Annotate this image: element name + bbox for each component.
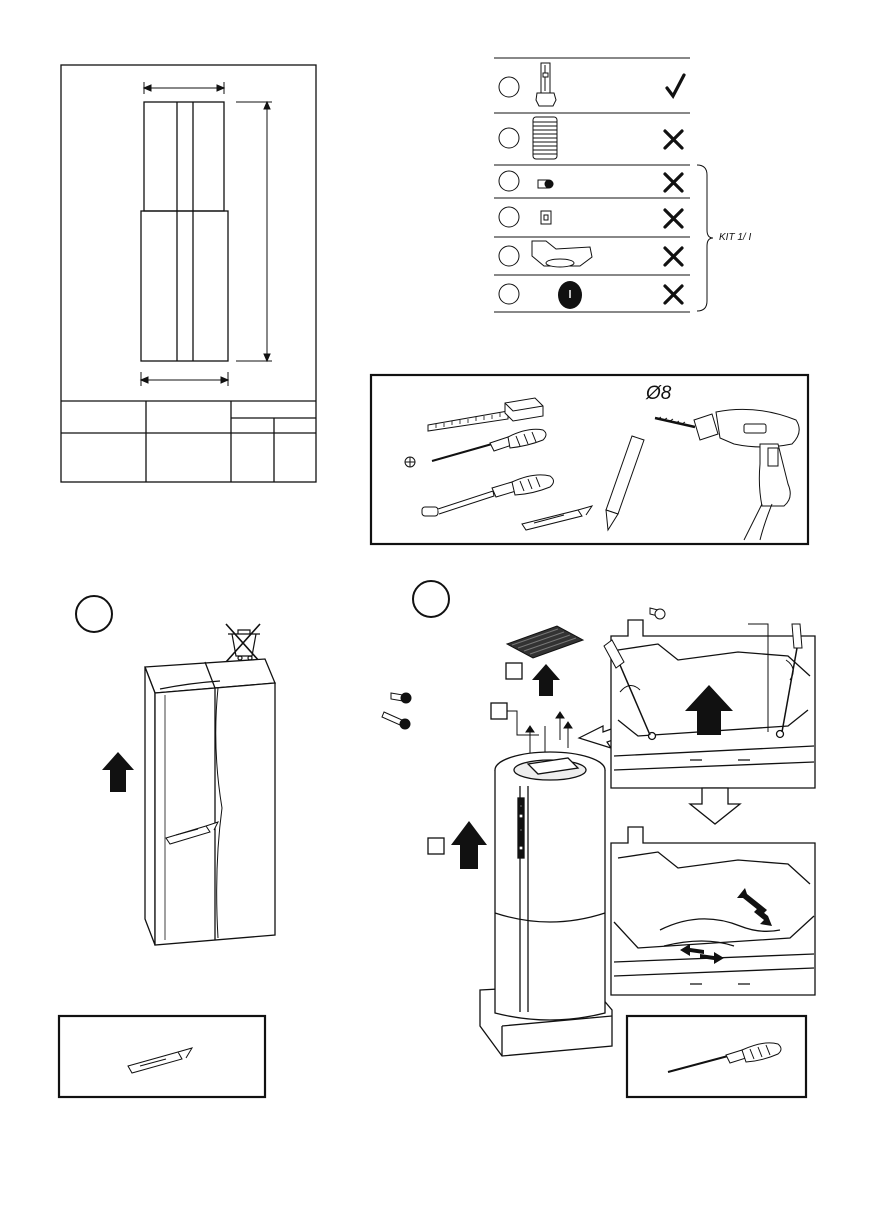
up-arrow [532, 664, 560, 696]
cross-icon [665, 174, 682, 191]
disconnect-arrows-icon [680, 888, 772, 964]
flat-screwdriver-icon [422, 475, 554, 516]
detail-panel-bottom [611, 827, 815, 995]
step-number-circle [413, 581, 449, 617]
dimension-sheet-frame [61, 65, 316, 482]
top-width-dimension [144, 82, 224, 94]
step-checkbox [491, 703, 507, 719]
kit-brace [697, 165, 713, 311]
utility-knife-icon [522, 506, 592, 530]
title-block [61, 401, 316, 482]
flange-icon [532, 241, 592, 267]
weee-bin-icon [226, 624, 260, 670]
drill-icon [655, 409, 799, 540]
anchor-bolt-icon [536, 63, 556, 106]
island-hood [480, 752, 612, 1056]
hood-lower-section [141, 211, 228, 361]
part-number-circle [499, 207, 519, 227]
step-number-circle [76, 596, 112, 632]
screwdriver-icon [604, 624, 802, 735]
down-arrow [690, 788, 740, 824]
hood-upper-section [144, 102, 224, 211]
flexible-duct-icon [533, 117, 557, 159]
lift-up-arrow [102, 752, 134, 792]
phillips-screwdriver-icon [405, 429, 546, 467]
screw-icon [382, 712, 410, 729]
part-number-circle [499, 128, 519, 148]
part-number-circle [499, 284, 519, 304]
box-cutter-icon [166, 822, 218, 844]
up-arrow [685, 685, 733, 735]
washer-icon [558, 281, 582, 309]
check-icon [667, 75, 684, 96]
up-arrow [451, 821, 487, 869]
screw-icon [650, 608, 665, 619]
cross-icon [665, 210, 682, 227]
utility-knife-icon [128, 1048, 192, 1073]
drill-bit-label: Ø8 [646, 383, 671, 405]
detail-panel-top [611, 620, 815, 788]
packaging-box [145, 659, 275, 945]
nut-icon [541, 211, 551, 224]
part-number-circle [499, 246, 519, 266]
tape-measure-icon [428, 398, 543, 431]
screwdriver-icon [668, 1043, 781, 1072]
step-checkbox [428, 838, 444, 854]
cross-icon [665, 248, 682, 265]
pencil-icon [606, 436, 644, 530]
kit-label: KIT 1/ I [719, 232, 751, 243]
part-number-circle [499, 77, 519, 97]
step-checkbox [506, 663, 522, 679]
screw-icon [538, 180, 553, 188]
bottom-width-dimension [141, 372, 228, 386]
screw-icon [391, 693, 411, 703]
detail-arrow [579, 724, 629, 748]
cross-icon [665, 286, 682, 303]
height-dimension [236, 102, 272, 361]
part-number-circle [499, 171, 519, 191]
grease-filter-icon [507, 626, 583, 658]
cross-icon [665, 131, 682, 148]
